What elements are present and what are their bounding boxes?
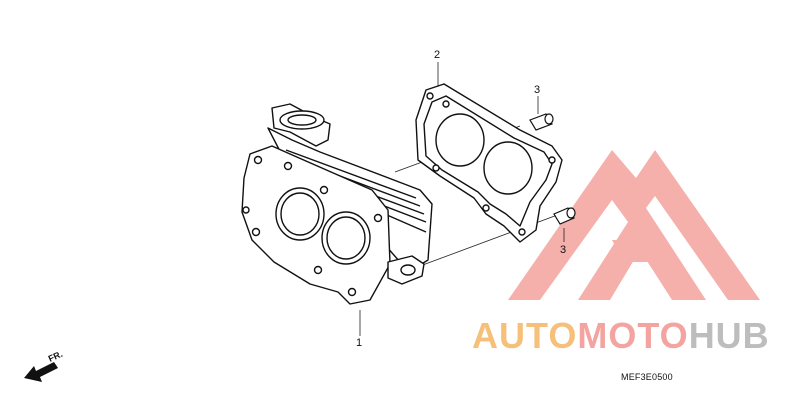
- front-arrow-icon: FR.: [24, 349, 64, 382]
- diagram-code: MEF3E0500: [621, 372, 673, 382]
- watermark-hub: HUB: [688, 315, 770, 356]
- callout-part-2: 2: [434, 49, 440, 61]
- dowel-pin-top: [529, 113, 554, 131]
- cylinder-block: [241, 103, 433, 305]
- watermark-moto: MOTO: [577, 315, 689, 356]
- callout-part-1: 1: [356, 337, 362, 349]
- watermark-text: AUTOMOTOHUB: [472, 316, 770, 356]
- dowel-pin-bottom: [553, 207, 576, 225]
- watermark-logo-icon: [508, 150, 760, 300]
- callout-part-3-top: 3: [534, 84, 540, 96]
- callout-part-3-bottom: 3: [560, 244, 566, 256]
- front-indicator-label: FR.: [47, 349, 64, 364]
- cylinder-gasket: [415, 83, 563, 243]
- watermark-auto: AUTO: [472, 315, 578, 356]
